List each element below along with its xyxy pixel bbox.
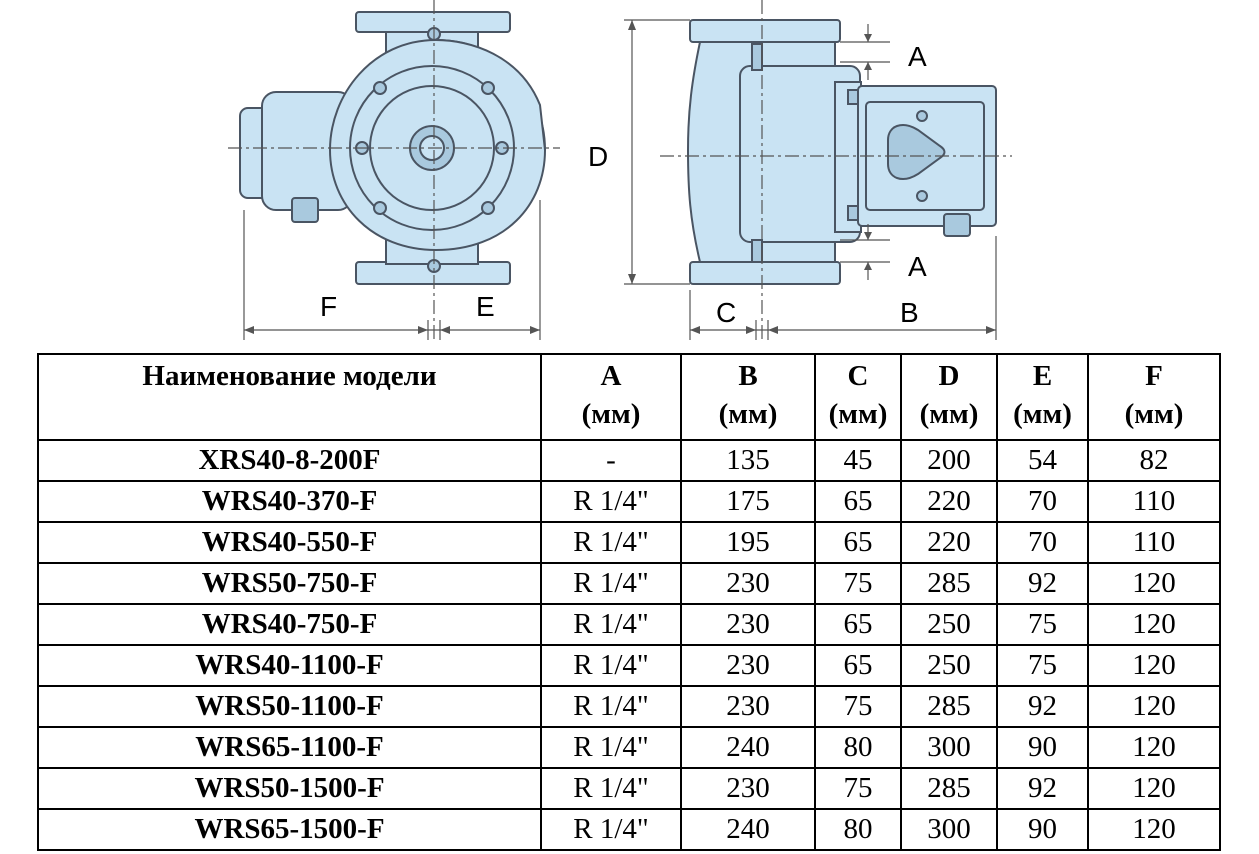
cell-E: 70 xyxy=(996,480,1089,523)
dim-label-B: B xyxy=(900,297,919,328)
cell-A: R 1/4" xyxy=(540,644,682,687)
dim-label-A-bottom: A xyxy=(908,251,927,282)
cell-D: 250 xyxy=(900,644,998,687)
table-row: WRS40-1100-F R 1/4" 230 65 250 75 120 xyxy=(37,644,1221,687)
dim-label-C: C xyxy=(716,297,736,328)
header-B: B(мм) xyxy=(680,353,816,441)
cell-E: 92 xyxy=(996,767,1089,810)
table-row: WRS50-750-F R 1/4" 230 75 285 92 120 xyxy=(37,562,1221,605)
cell-A: R 1/4" xyxy=(540,726,682,769)
cell-D: 300 xyxy=(900,808,998,851)
table-row: XRS40-8-200F - 135 45 200 54 82 xyxy=(37,439,1221,482)
cell-E: 70 xyxy=(996,521,1089,564)
cell-model: WRS40-1100-F xyxy=(37,644,542,687)
cell-B: 230 xyxy=(680,562,816,605)
cell-A: R 1/4" xyxy=(540,480,682,523)
cell-A: R 1/4" xyxy=(540,562,682,605)
pump-dimension-drawing: .pf { fill: #c9e3f3; stroke: #4a5563; st… xyxy=(228,0,1012,340)
cell-C: 75 xyxy=(814,767,902,810)
cell-A: R 1/4" xyxy=(540,521,682,564)
cell-D: 250 xyxy=(900,603,998,646)
table-row: WRS40-550-F R 1/4" 195 65 220 70 110 xyxy=(37,521,1221,564)
cell-A: R 1/4" xyxy=(540,808,682,851)
cell-D: 200 xyxy=(900,439,998,482)
cell-D: 285 xyxy=(900,685,998,728)
cell-D: 220 xyxy=(900,480,998,523)
table-row: WRS40-370-F R 1/4" 175 65 220 70 110 xyxy=(37,480,1221,523)
cell-F: 120 xyxy=(1087,808,1221,851)
cell-F: 82 xyxy=(1087,439,1221,482)
cell-B: 135 xyxy=(680,439,816,482)
cell-F: 120 xyxy=(1087,726,1221,769)
table-row: WRS40-750-F R 1/4" 230 65 250 75 120 xyxy=(37,603,1221,646)
dim-label-F: F xyxy=(320,291,337,322)
dim-label-E: E xyxy=(476,291,495,322)
cell-E: 90 xyxy=(996,726,1089,769)
cell-B: 175 xyxy=(680,480,816,523)
cell-model: WRS50-750-F xyxy=(37,562,542,605)
cell-F: 110 xyxy=(1087,521,1221,564)
dim-label-D: D xyxy=(588,141,608,172)
cell-B: 240 xyxy=(680,808,816,851)
cell-E: 90 xyxy=(996,808,1089,851)
cell-B: 230 xyxy=(680,767,816,810)
header-F: F(мм) xyxy=(1087,353,1221,441)
cell-A: R 1/4" xyxy=(540,685,682,728)
cell-F: 120 xyxy=(1087,644,1221,687)
cell-A: R 1/4" xyxy=(540,603,682,646)
cell-A: - xyxy=(540,439,682,482)
pump-front-view xyxy=(228,0,560,340)
cell-F: 120 xyxy=(1087,562,1221,605)
cell-C: 80 xyxy=(814,808,902,851)
header-E: E(мм) xyxy=(996,353,1089,441)
cell-B: 230 xyxy=(680,644,816,687)
cell-model: WRS50-1100-F xyxy=(37,685,542,728)
cell-E: 54 xyxy=(996,439,1089,482)
cell-model: WRS40-550-F xyxy=(37,521,542,564)
cell-E: 92 xyxy=(996,685,1089,728)
cell-model: WRS65-1100-F xyxy=(37,726,542,769)
table-header-row: Наименование модели A(мм) B(мм) C(мм) D(… xyxy=(37,353,1221,441)
table-row: WRS50-1500-F R 1/4" 230 75 285 92 120 xyxy=(37,767,1221,810)
cell-B: 230 xyxy=(680,685,816,728)
cell-F: 110 xyxy=(1087,480,1221,523)
cell-E: 75 xyxy=(996,644,1089,687)
pump-side-view xyxy=(624,0,1012,340)
header-C: C(мм) xyxy=(814,353,902,441)
table-row: WRS65-1100-F R 1/4" 240 80 300 90 120 xyxy=(37,726,1221,769)
dim-label-A-top: A xyxy=(908,41,927,72)
table-row: WRS50-1100-F R 1/4" 230 75 285 92 120 xyxy=(37,685,1221,728)
cell-C: 75 xyxy=(814,562,902,605)
header-model: Наименование модели xyxy=(37,353,542,441)
cell-D: 285 xyxy=(900,562,998,605)
cell-E: 75 xyxy=(996,603,1089,646)
cell-F: 120 xyxy=(1087,685,1221,728)
cell-C: 65 xyxy=(814,644,902,687)
cell-F: 120 xyxy=(1087,767,1221,810)
cell-A: R 1/4" xyxy=(540,767,682,810)
cell-B: 240 xyxy=(680,726,816,769)
cell-D: 220 xyxy=(900,521,998,564)
cell-C: 45 xyxy=(814,439,902,482)
cell-model: XRS40-8-200F xyxy=(37,439,542,482)
cell-C: 65 xyxy=(814,521,902,564)
cell-model: WRS50-1500-F xyxy=(37,767,542,810)
cell-C: 65 xyxy=(814,480,902,523)
cell-C: 80 xyxy=(814,726,902,769)
cell-B: 230 xyxy=(680,603,816,646)
cell-D: 285 xyxy=(900,767,998,810)
dimensions-table: Наименование модели A(мм) B(мм) C(мм) D(… xyxy=(37,353,1221,851)
cell-model: WRS40-750-F xyxy=(37,603,542,646)
cell-C: 75 xyxy=(814,685,902,728)
cell-B: 195 xyxy=(680,521,816,564)
table-row: WRS65-1500-F R 1/4" 240 80 300 90 120 xyxy=(37,808,1221,851)
cell-model: WRS65-1500-F xyxy=(37,808,542,851)
cell-F: 120 xyxy=(1087,603,1221,646)
header-D: D(мм) xyxy=(900,353,998,441)
cell-E: 92 xyxy=(996,562,1089,605)
header-A: A(мм) xyxy=(540,353,682,441)
cell-model: WRS40-370-F xyxy=(37,480,542,523)
cell-C: 65 xyxy=(814,603,902,646)
cell-D: 300 xyxy=(900,726,998,769)
